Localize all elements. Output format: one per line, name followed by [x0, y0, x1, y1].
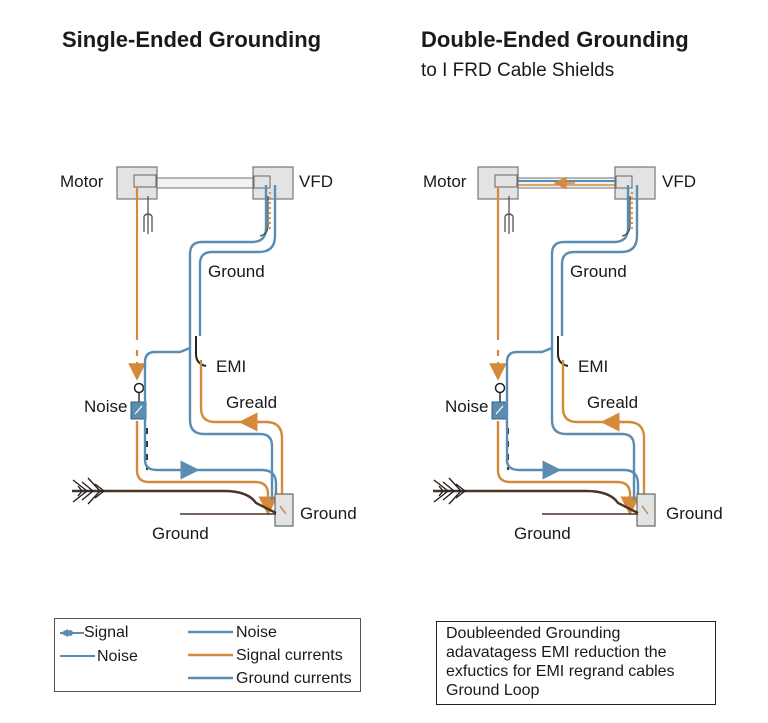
left-emi-label: EMI — [216, 357, 247, 376]
left-diagram — [72, 166, 294, 527]
note-box: Doubleended Grounding adavatagess EMI re… — [436, 621, 716, 705]
legend-item-noise-2: Noise — [236, 624, 277, 641]
legend-item-signal-currents: Signal currents — [236, 647, 343, 664]
note-line: adavatagess EMI reduction the — [446, 644, 667, 661]
right-diagram — [433, 166, 656, 527]
left-motor-ground-icon — [143, 196, 153, 234]
right-signal-dot — [494, 382, 506, 394]
left-ground-upper-label: Ground — [208, 262, 265, 281]
left-ground-right-label: Ground — [300, 504, 357, 523]
legend-item-noise: Noise — [97, 648, 138, 665]
right-vfd-box — [614, 166, 656, 200]
left-earth-icon — [72, 477, 106, 505]
right-ground-bottom-label: Ground — [514, 524, 571, 543]
right-noise-label: Noise — [445, 397, 489, 416]
left-ground-box — [274, 493, 294, 527]
note-line: Ground Loop — [446, 682, 540, 699]
right-greald-label: Greald — [587, 393, 639, 412]
left-vfd-box — [252, 166, 294, 200]
left-greald-label: Greald — [226, 393, 278, 412]
right-ground-box — [636, 493, 656, 527]
left-title: Single-Ended Grounding — [62, 27, 322, 52]
note-line: Doubleended Grounding — [446, 625, 621, 642]
right-motor-ground-icon — [504, 196, 514, 234]
right-emi-marker — [557, 336, 569, 367]
right-ground-upper-label: Ground — [570, 262, 627, 281]
left-cable — [149, 177, 261, 189]
left-vfd-label: VFD — [299, 172, 333, 191]
legend-symbols — [60, 629, 233, 680]
legend-item-signal: Signal — [84, 624, 129, 641]
left-motor-label: Motor — [60, 172, 104, 191]
note-line: exfuctics for EMI regrand cables — [446, 663, 675, 680]
right-title: Double-Ended Grounding — [421, 27, 689, 52]
right-subtitle: to I FRD Cable Shields — [421, 60, 615, 81]
left-signal-dot — [133, 382, 145, 394]
right-emi-label: EMI — [578, 357, 609, 376]
right-ground-right-label: Ground — [666, 504, 723, 523]
right-vfd-label: VFD — [662, 172, 696, 191]
left-ground-bottom-label: Ground — [152, 524, 209, 543]
legend-item-ground-currents: Ground currents — [236, 670, 352, 687]
right-earth-icon — [433, 477, 467, 505]
right-motor-label: Motor — [423, 172, 467, 191]
left-noise-label: Noise — [84, 397, 128, 416]
legend — [54, 618, 361, 692]
left-emi-marker — [195, 336, 207, 367]
